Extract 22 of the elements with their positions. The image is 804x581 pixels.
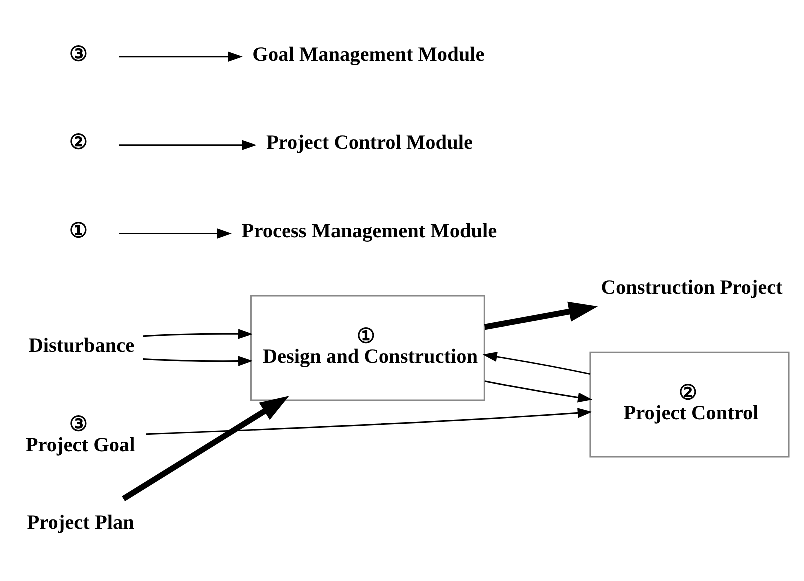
arrow: [119, 228, 232, 238]
node-text: ③ Project Goal: [26, 414, 136, 456]
arrow: [119, 51, 243, 62]
node-text: Construction Project: [601, 276, 783, 299]
arrow: [484, 301, 598, 330]
node-box: ② Project Control: [590, 351, 790, 458]
node-text: Goal Management Module: [252, 43, 485, 66]
arrow: [143, 328, 254, 339]
arrow: [119, 140, 257, 150]
arrow: [143, 356, 254, 366]
node-text: Disturbance: [28, 334, 135, 357]
node-text: Project Plan: [27, 512, 134, 534]
node-text: Process Management Module: [242, 220, 498, 242]
arrow: [146, 408, 592, 435]
node-box: ① Design and Construction: [250, 294, 486, 401]
arrow: [482, 352, 591, 374]
node-text: ②: [69, 132, 88, 154]
node-text: ①: [69, 220, 88, 242]
arrow: [484, 380, 593, 402]
node-text: ③: [69, 43, 88, 66]
arrow: [122, 396, 290, 501]
node-text: Project Control Module: [266, 132, 473, 154]
